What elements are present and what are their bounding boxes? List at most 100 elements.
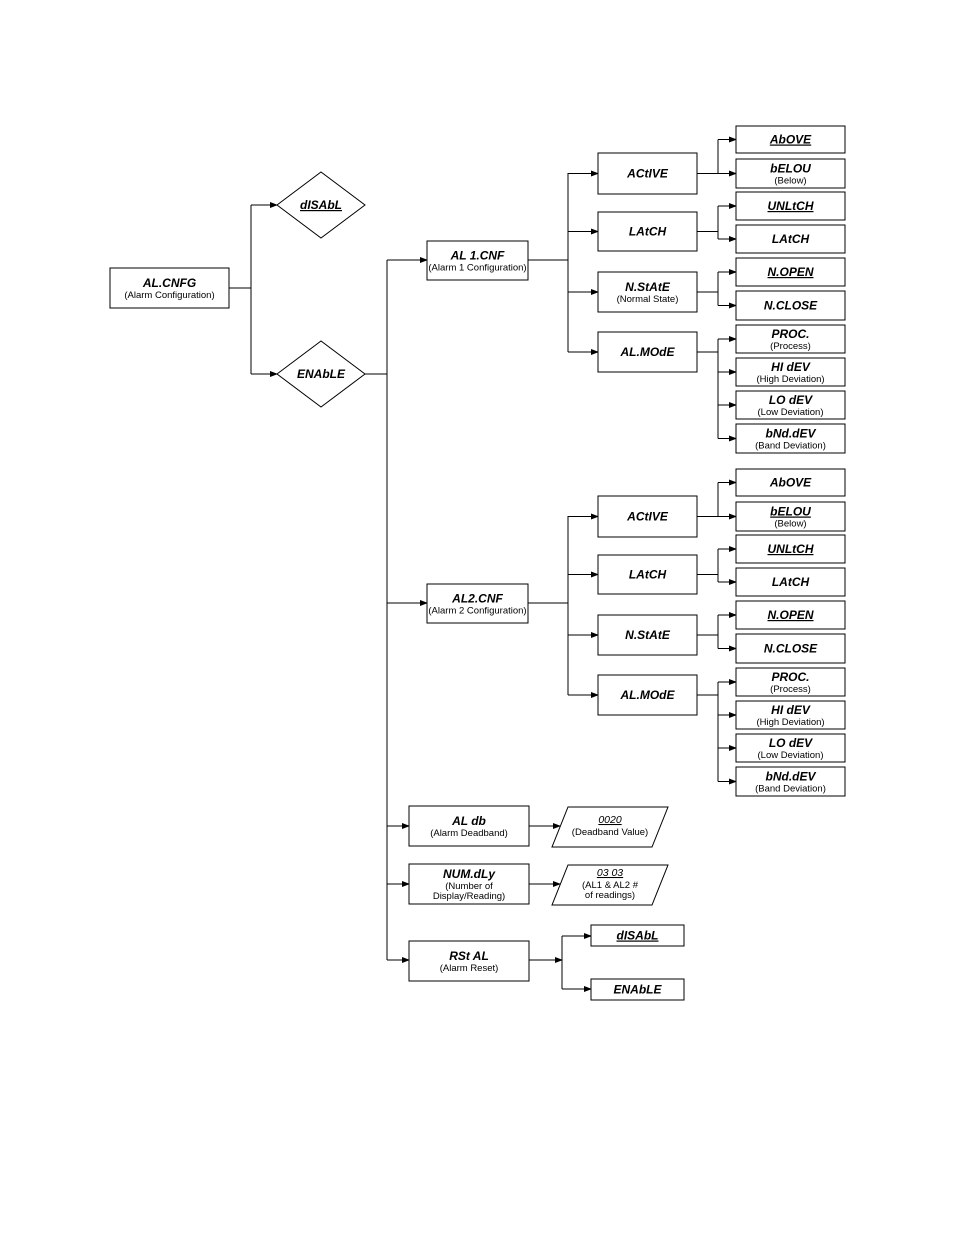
alarm-reset-label: RSt AL	[449, 949, 489, 963]
alarm1-option-nclose[interactable]: N.CLOSE	[735, 290, 846, 321]
alarm1-option-belou[interactable]: bELOU(Below)	[735, 158, 846, 189]
alarm-deadband-frame	[408, 805, 530, 847]
alarm2-param-almode[interactable]: AL.MOdE	[597, 674, 698, 716]
alarm1-option-lodev-sublabel: (Low Deviation)	[758, 407, 824, 418]
delay-value-caption: of readings)	[585, 890, 635, 901]
alarm-config-root[interactable]: AL.CNFG(Alarm Configuration)	[109, 267, 230, 309]
alarm1-param-nstate-sublabel: (Normal State)	[617, 294, 679, 305]
alarm-config-root-frame	[109, 267, 230, 309]
deadband-value-frame	[551, 806, 669, 848]
alarm1-option-latch[interactable]: LAtCH	[735, 224, 846, 254]
alarm2-param-active[interactable]: ACtIVE	[597, 495, 698, 538]
alarm1-option-nclose-label: N.CLOSE	[764, 299, 818, 313]
alarm2-option-hidev-sublabel: (High Deviation)	[756, 717, 824, 728]
alarm2-option-bnddev[interactable]: bNd.dEV(Band Deviation)	[735, 766, 846, 797]
alarm1-option-lodev[interactable]: LO dEV(Low Deviation)	[735, 390, 846, 420]
alarm2-param-active-label: ACtIVE	[626, 510, 669, 524]
alarm1-param-almode[interactable]: AL.MOdE	[597, 331, 698, 373]
alarm2-option-proc[interactable]: PROC.(Process)	[735, 667, 846, 697]
alarm2-option-hidev-label: HI dEV	[771, 703, 811, 717]
alarm1-param-active[interactable]: ACtIVE	[597, 152, 698, 195]
alarm2-config[interactable]: AL2.CNF(Alarm 2 Configuration)	[426, 583, 529, 624]
alarm2-option-nopen-label: N.OPEN	[767, 608, 813, 622]
alarm2-param-almode-frame	[597, 674, 698, 716]
alarm2-option-belou-frame	[735, 501, 846, 532]
alarm2-option-above[interactable]: AbOVE	[735, 468, 846, 497]
alarm1-option-nclose-frame	[735, 290, 846, 321]
alarm2-option-bnddev-frame	[735, 766, 846, 797]
alarm2-option-above-label: AbOVE	[769, 476, 812, 490]
alarm2-param-latch[interactable]: LAtCH	[597, 554, 698, 595]
alarm1-option-bnddev-label: bNd.dEV	[766, 427, 817, 441]
alarm1-option-nopen-label: N.OPEN	[767, 265, 813, 279]
deadband-value-value: 0020	[598, 814, 622, 826]
alarm1-option-bnddev[interactable]: bNd.dEV(Band Deviation)	[735, 423, 846, 454]
alarm-reset[interactable]: RSt AL(Alarm Reset)	[408, 940, 530, 982]
reset-option-disable[interactable]: dISAbL	[590, 924, 685, 947]
alarm1-option-lodev-frame	[735, 390, 846, 420]
reset-option-disable-frame	[590, 924, 685, 947]
alarm-deadband[interactable]: AL db(Alarm Deadband)	[408, 805, 530, 847]
alarm2-option-unltch[interactable]: UNLtCH	[735, 534, 846, 564]
alarm1-param-latch[interactable]: LAtCH	[597, 211, 698, 252]
enable-option[interactable]: ENAbLE	[276, 340, 366, 408]
alarm2-option-bnddev-sublabel: (Band Deviation)	[755, 784, 826, 795]
alarm-config-root-sublabel: (Alarm Configuration)	[124, 290, 214, 301]
alarm1-option-nopen[interactable]: N.OPEN	[735, 257, 846, 287]
alarm2-param-active-frame	[597, 495, 698, 538]
alarm2-option-proc-label: PROC.	[771, 670, 809, 684]
alarm2-option-above-frame	[735, 468, 846, 497]
alarm1-param-almode-frame	[597, 331, 698, 373]
num-delay-sublabel: (Number of	[445, 881, 493, 892]
alarm2-option-unltch-frame	[735, 534, 846, 564]
disable-option-label: dISAbL	[300, 198, 342, 212]
delay-value-caption: (AL1 & AL2 #	[582, 880, 639, 891]
alarm1-option-proc[interactable]: PROC.(Process)	[735, 324, 846, 354]
alarm2-option-nopen[interactable]: N.OPEN	[735, 600, 846, 630]
alarm1-option-hidev[interactable]: HI dEV(High Deviation)	[735, 357, 846, 387]
alarm1-option-belou-sublabel: (Below)	[774, 176, 806, 187]
alarm1-config[interactable]: AL 1.CNF(Alarm 1 Configuration)	[426, 240, 529, 281]
alarm2-param-nstate-label: N.StAtE	[625, 628, 671, 642]
alarm2-param-latch-frame	[597, 554, 698, 595]
disable-option[interactable]: dISAbL	[276, 171, 366, 239]
alarm1-config-sublabel: (Alarm 1 Configuration)	[428, 263, 526, 274]
reset-option-enable[interactable]: ENAbLE	[590, 978, 685, 1001]
alarm1-option-proc-label: PROC.	[771, 327, 809, 341]
alarm2-config-frame	[426, 583, 529, 624]
alarm1-option-unltch-label: UNLtCH	[768, 199, 814, 213]
alarm2-option-belou-label: bELOU	[770, 505, 811, 519]
alarm1-option-unltch[interactable]: UNLtCH	[735, 191, 846, 221]
alarm1-option-above[interactable]: AbOVE	[735, 125, 846, 154]
alarm1-option-lodev-label: LO dEV	[769, 393, 813, 407]
alarm2-option-nclose[interactable]: N.CLOSE	[735, 633, 846, 664]
alarm2-option-bnddev-label: bNd.dEV	[766, 770, 817, 784]
alarm2-option-lodev[interactable]: LO dEV(Low Deviation)	[735, 733, 846, 763]
num-delay-frame	[408, 863, 530, 905]
alarm2-param-nstate[interactable]: N.StAtE	[597, 614, 698, 656]
deadband-value[interactable]: 0020(Deadband Value)	[551, 806, 669, 848]
alarm1-option-belou-frame	[735, 158, 846, 189]
alarm1-option-proc-frame	[735, 324, 846, 354]
alarm2-param-nstate-frame	[597, 614, 698, 656]
alarm1-param-nstate-frame	[597, 271, 698, 313]
deadband-value-caption: (Deadband Value)	[572, 827, 648, 838]
alarm2-option-nclose-frame	[735, 633, 846, 664]
alarm2-option-proc-sublabel: (Process)	[770, 684, 811, 695]
alarm2-option-nclose-label: N.CLOSE	[764, 642, 818, 656]
alarm2-option-latch[interactable]: LAtCH	[735, 567, 846, 597]
alarm-deadband-label: AL db	[451, 814, 486, 828]
alarm1-param-nstate-label: N.StAtE	[625, 280, 671, 294]
alarm2-option-hidev[interactable]: HI dEV(High Deviation)	[735, 700, 846, 730]
alarm1-param-nstate[interactable]: N.StAtE(Normal State)	[597, 271, 698, 313]
alarm2-option-lodev-label: LO dEV	[769, 736, 813, 750]
alarm1-param-latch-label: LAtCH	[629, 225, 667, 239]
alarm2-option-belou-sublabel: (Below)	[774, 519, 806, 530]
enable-option-label: ENAbLE	[297, 367, 346, 381]
reset-option-disable-label: dISAbL	[617, 929, 659, 943]
delay-value[interactable]: 03 03(AL1 & AL2 #of readings)	[551, 864, 669, 906]
alarm2-param-latch-label: LAtCH	[629, 568, 667, 582]
alarm2-option-belou[interactable]: bELOU(Below)	[735, 501, 846, 532]
